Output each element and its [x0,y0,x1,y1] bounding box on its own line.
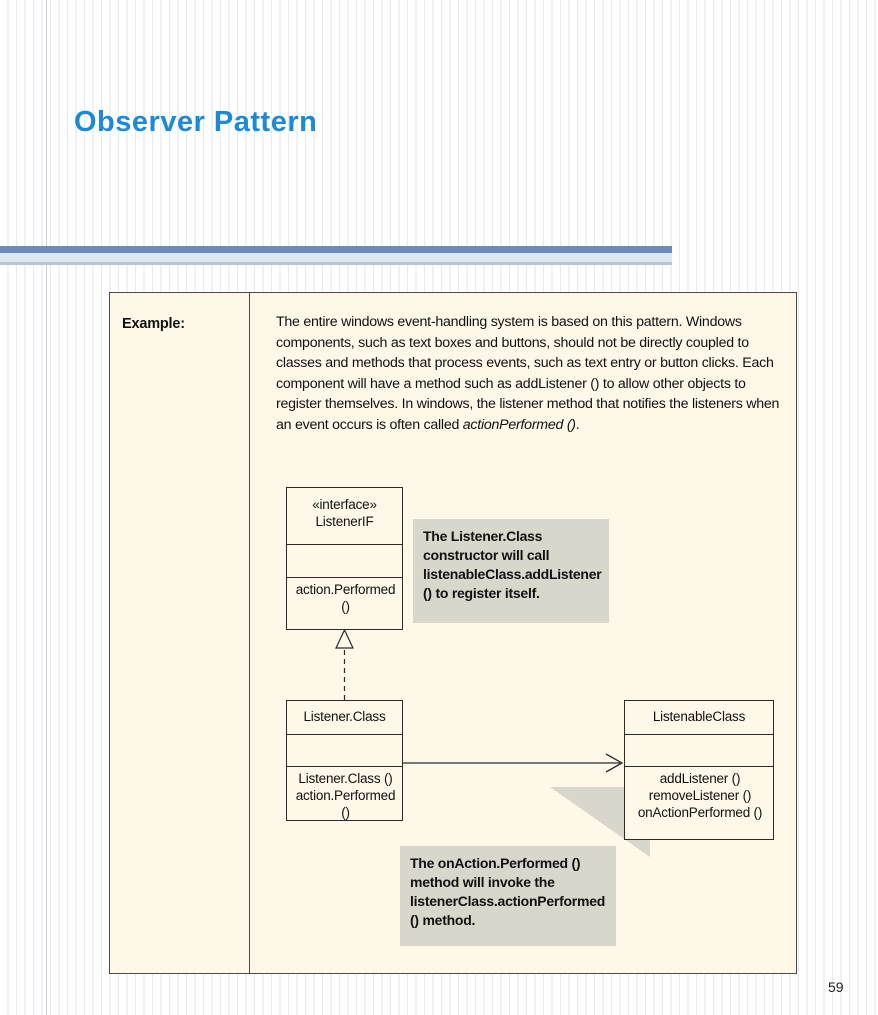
uml-operation: action.Performed () [295,582,396,614]
callout-invoke-note: The onAction.Performed () method will in… [400,846,616,946]
example-paragraph: The entire windows event-handling system… [276,314,780,433]
uml-class-header: Listener.Class [287,701,402,734]
page-number: 59 [828,979,844,995]
figure-column-divider [249,293,250,973]
title-rule-light [0,253,672,262]
uml-operation: action.Performed () [295,788,396,820]
uml-attributes-compartment [287,544,402,577]
uml-attributes-compartment [287,734,402,766]
uml-class-name: ListenerIF [315,514,374,529]
callout-1-tail [413,611,503,723]
uml-class-listenable-class: ListenableClass addListener () removeLis… [624,700,774,840]
uml-stereotype: «interface» [312,497,377,512]
callout-constructor-note: The Listener.Class constructor will call… [413,519,609,623]
title-rule-dark [0,246,672,253]
uml-operation: onActionPerformed () [637,805,763,820]
uml-operation: removeListener () [648,788,752,803]
uml-operations-compartment: addListener () removeListener () onActio… [625,766,773,824]
uml-class-name: ListenableClass [652,709,746,724]
uml-attributes-compartment [625,734,773,766]
uml-operation: addListener () [659,771,741,786]
example-label: Example: [122,316,185,332]
uml-operations-compartment: Listener.Class () action.Performed () [287,766,402,824]
uml-class-listener-if: «interface» ListenerIF action.Performed … [286,487,403,630]
example-figure-panel: Example: The entire windows event-handli… [109,292,797,974]
uml-class-name: Listener.Class [303,709,386,724]
title-rule-shadow [0,262,672,265]
uml-operation: Listener.Class () [298,771,393,786]
uml-class-header: «interface» ListenerIF [287,488,402,544]
page-title: Observer Pattern [74,106,318,138]
uml-operations-compartment: action.Performed () [287,577,402,618]
uml-class-listener-class: Listener.Class Listener.Class () action.… [286,700,403,821]
uml-class-header: ListenableClass [625,701,773,734]
